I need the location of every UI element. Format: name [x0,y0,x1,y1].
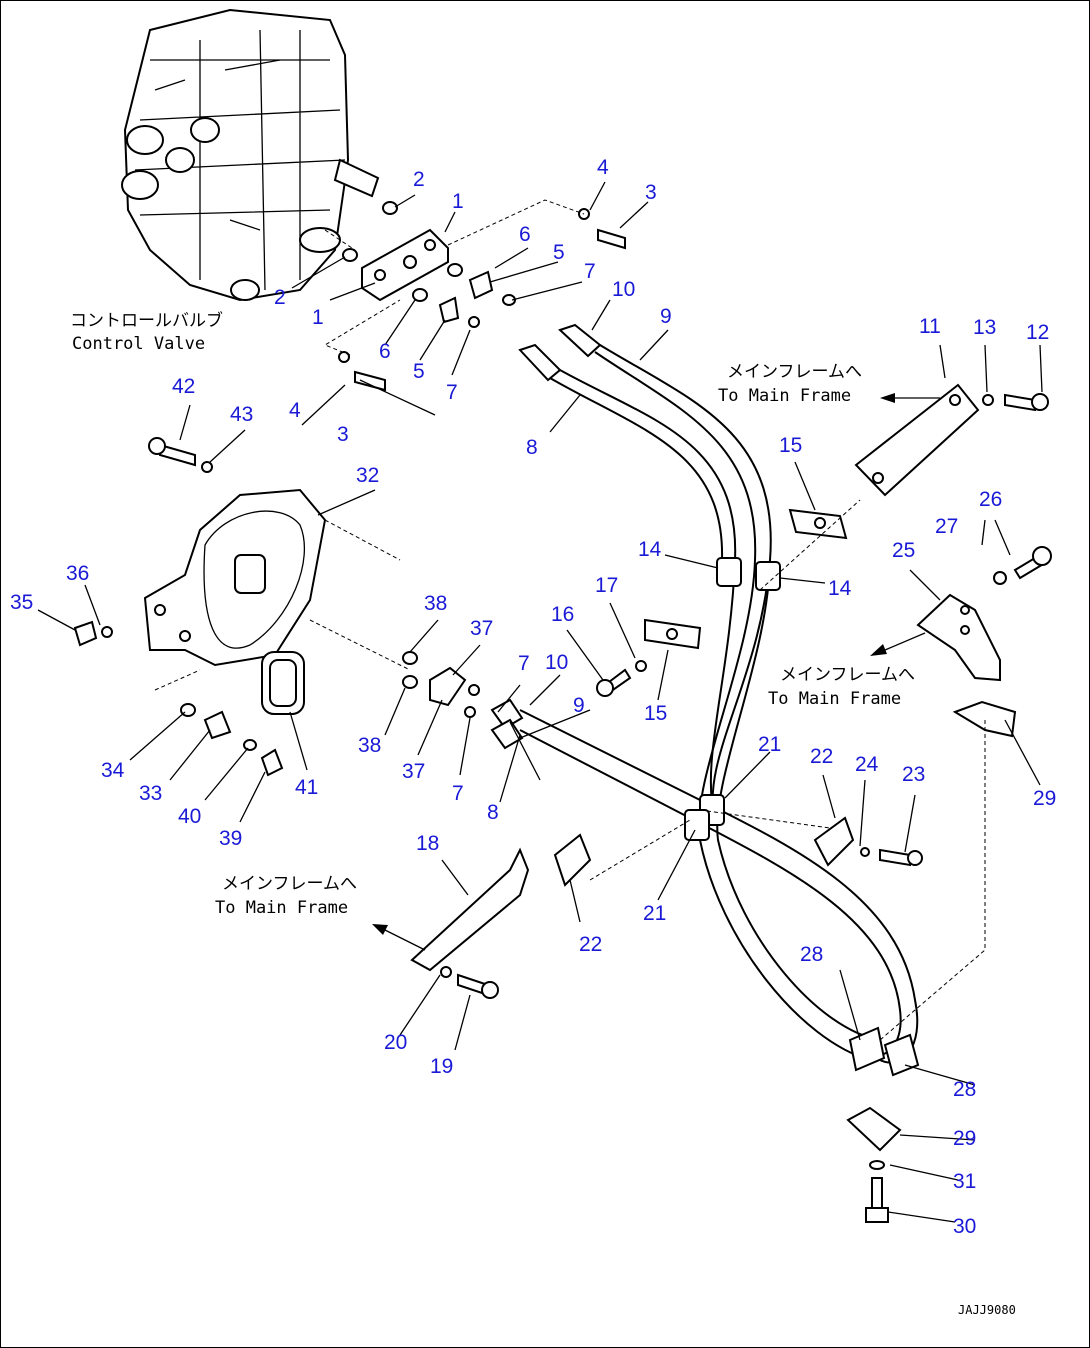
callout-number: 14 [638,538,662,561]
control-valve-label-jp: コントロールバルブ [70,310,223,331]
callout-number: 23 [902,763,925,786]
flange-assembly [323,199,626,392]
callout-number: 29 [1033,787,1056,810]
main-frame-label-jp: メインフレームへ [222,874,357,894]
callout-number: 27 [935,515,958,538]
callout-number: 9 [573,694,585,717]
callout-number: 7 [446,381,458,404]
callout-number: 39 [219,827,242,850]
callout-number: 6 [519,223,531,246]
fasteners [148,393,1052,1223]
callout-number: 26 [979,488,1002,511]
callout-number: 38 [358,734,381,757]
main-frame-label-2: メインフレームへ To Main Frame [768,665,915,709]
callout-number: 32 [356,464,379,487]
callout-number: 7 [452,782,464,805]
callout-number: 37 [402,760,425,783]
callout-number: 13 [973,316,996,339]
hoses-lower [490,698,919,1064]
callout-number: 3 [337,423,349,446]
callout-number: 9 [660,305,672,328]
callout-number: 11 [919,315,941,338]
control-valve-drawing [121,8,380,302]
callout-number: 8 [487,801,499,824]
callout-number: 29 [953,1127,976,1150]
callout-number: 30 [953,1215,976,1238]
main-frame-label-en: To Main Frame [718,386,851,406]
callout-number: 28 [800,943,823,966]
callout-number: 2 [274,286,286,309]
callout-number: 1 [312,306,324,329]
callout-number: 31 [953,1170,976,1193]
callout-number: 21 [643,902,666,925]
control-valve-label: コントロールバルブ Control Valve [70,310,223,354]
clamps-brackets [410,383,1017,1152]
callout-number: 10 [545,651,568,674]
callout-number: 8 [526,436,538,459]
main-frame-label-en: To Main Frame [215,898,348,918]
callout-number: 22 [810,745,833,768]
callout-number: 15 [779,434,802,457]
callout-number: 7 [584,260,596,283]
callout-number: 41 [295,776,318,799]
callout-number: 4 [597,156,609,179]
callout-number: 2 [413,168,425,191]
housing-assembly [73,488,480,777]
callout-number: 35 [10,591,33,614]
callout-number: 6 [379,340,391,363]
main-frame-label-3: メインフレームへ To Main Frame [215,874,357,918]
callout-number: 43 [230,403,253,426]
callout-number: 17 [595,574,618,597]
main-frame-label-en: To Main Frame [768,689,901,709]
callout-number: 21 [758,733,781,756]
callout-number: 15 [644,702,667,725]
callout-number: 7 [518,652,530,675]
callout-number: 10 [612,278,635,301]
callout-number: 34 [101,759,125,782]
callout-number: 42 [172,375,195,398]
main-frame-arrows [372,393,940,951]
drawing-code: JAJJ9080 [958,1303,1016,1317]
main-frame-label-jp: メインフレームへ [727,362,862,382]
callout-number: 40 [178,805,201,828]
control-valve-label-en: Control Valve [72,334,205,354]
callout-numbers: 1 1 2 2 3 3 4 4 5 5 6 6 7 7 7 7 8 8 9 9 … [10,156,1056,1238]
main-frame-label-1: メインフレームへ To Main Frame [718,362,862,406]
callout-number: 1 [452,190,464,213]
callout-number: 5 [413,360,425,383]
main-frame-label-jp: メインフレームへ [780,665,915,685]
callout-number: 25 [892,539,915,562]
callout-number: 4 [289,399,301,422]
callout-number: 19 [430,1055,453,1078]
hoses-upper [518,323,881,1061]
callout-number: 16 [551,603,574,626]
callout-number: 33 [139,782,162,805]
callout-number: 20 [384,1031,407,1054]
callout-number: 14 [828,577,852,600]
callout-number: 5 [553,241,565,264]
callout-number: 38 [424,592,447,615]
callout-number: 28 [953,1078,976,1101]
callout-number: 36 [66,562,89,585]
callout-number: 24 [855,753,879,776]
callout-number: 18 [416,832,439,855]
callout-number: 3 [645,181,657,204]
leader-lines [37,181,1043,1223]
callout-number: 37 [470,617,493,640]
callout-number: 12 [1026,321,1049,344]
callout-number: 22 [579,933,602,956]
